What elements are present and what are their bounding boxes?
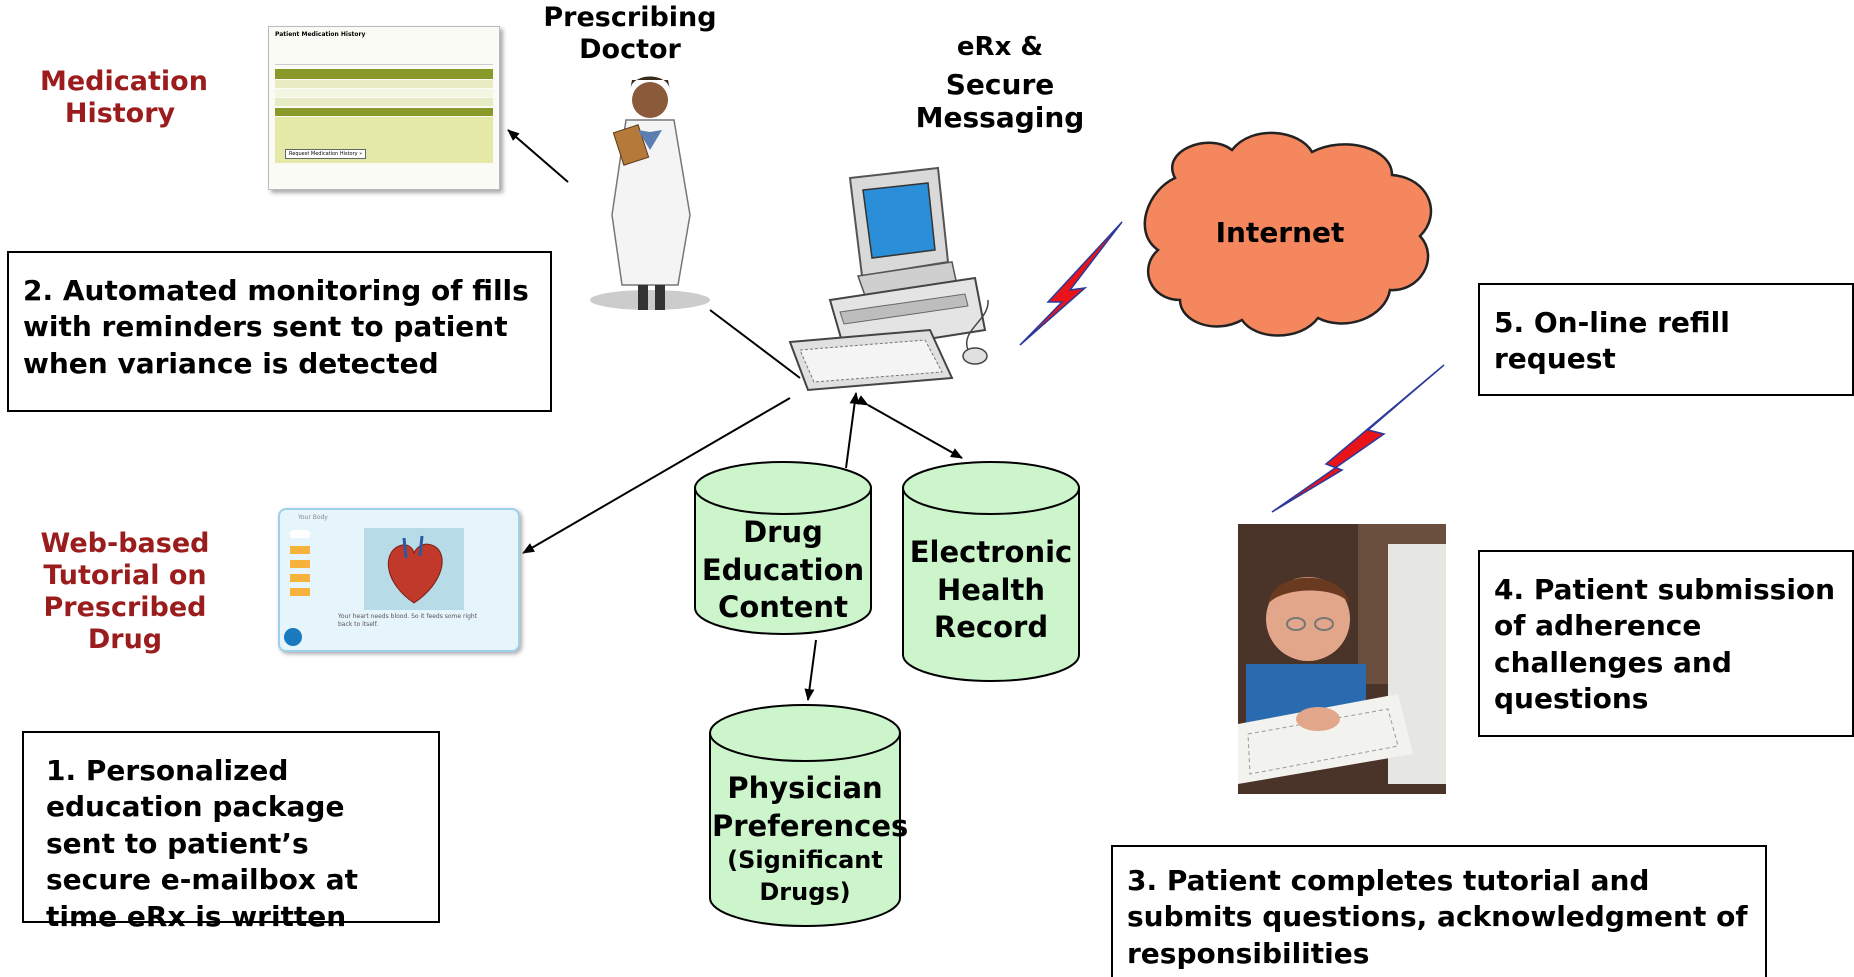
- tutorial-sidebar: [290, 530, 310, 630]
- step-1-box: 1. Personalized education package sent t…: [22, 731, 440, 933]
- label-medication-history: Medication History: [40, 66, 208, 129]
- label-erx-line2: Secure Messaging: [915, 68, 1085, 135]
- med-history-patient-info: [275, 42, 493, 65]
- physician-prefs-subtitle: (Significant Drugs): [727, 846, 883, 906]
- step-4-box: 4. Patient submission of adherence chall…: [1478, 550, 1854, 737]
- cylinder-ehr: [902, 461, 1080, 682]
- tutorial-heart-image: [364, 528, 464, 610]
- arrow-drug-ed-to-prefs: [804, 639, 817, 701]
- label-prescribing-doctor: Prescribing Doctor: [543, 2, 717, 65]
- tutorial-header: Your Body: [298, 514, 328, 521]
- med-history-title: Patient Medication History: [275, 31, 366, 38]
- line-doctor-computer: [709, 309, 801, 379]
- patient-photo: [1238, 524, 1446, 794]
- cylinder-physician-prefs: [709, 704, 901, 927]
- step-3-box: 3. Patient completes tutorial and submit…: [1111, 845, 1767, 977]
- medication-history-thumbnail: Patient Medication History Request Medic…: [268, 26, 500, 190]
- web-tutorial-thumbnail: Your Body Your heart needs blood. So it …: [278, 508, 520, 652]
- arrow-to-med-history: [507, 129, 569, 183]
- label-internet: Internet: [1215, 216, 1345, 249]
- physician-prefs-title: Physician Preferences: [712, 771, 909, 843]
- step-5-box: 5. On-line refill request: [1478, 283, 1854, 396]
- med-history-table: Request Medication History »: [275, 69, 493, 163]
- internet-cloud: [1143, 131, 1433, 337]
- arrow-to-tutorial: [522, 397, 791, 554]
- lightning-bolt-lower: [1271, 364, 1445, 513]
- med-history-request-button: Request Medication History »: [285, 149, 367, 159]
- cylinder-label-ehr: Electronic Health Record: [909, 535, 1073, 645]
- lightning-bolt-upper: [1019, 221, 1123, 346]
- tutorial-logo-icon: [284, 628, 302, 646]
- cylinder-drug-education: [694, 461, 872, 635]
- label-erx-line1: eRx &: [956, 32, 1044, 62]
- tutorial-caption: Your heart needs blood. So it feeds some…: [338, 613, 478, 628]
- heart-icon: [387, 535, 443, 604]
- patient-at-computer-image: [1238, 524, 1446, 794]
- computer-illustration: [788, 166, 989, 392]
- label-web-tutorial: Web-based Tutorial on Prescribed Drug: [40, 528, 210, 655]
- arrow-computer-ehr: [855, 395, 963, 459]
- cylinder-label-drug-education: Drug Education Content: [701, 515, 865, 625]
- cylinder-label-physician-prefs: Physician Preferences (Significant Drugs…: [712, 770, 908, 908]
- arrow-drug-ed-to-computer: [845, 392, 860, 469]
- doctor-illustration: [590, 76, 710, 310]
- step-2-box: 2. Automated monitoring of fills with re…: [7, 251, 552, 412]
